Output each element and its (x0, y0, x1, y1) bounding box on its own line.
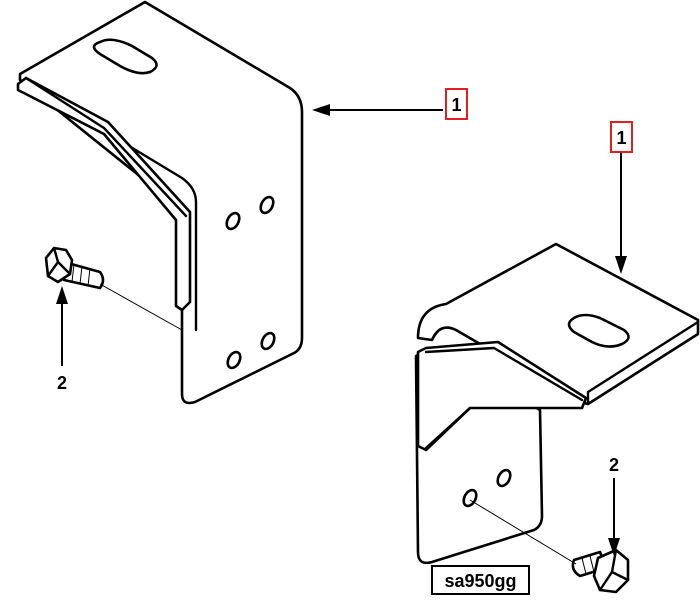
callout-bolt-left: 2 (57, 373, 67, 393)
bracket-left-hole-3 (226, 350, 242, 370)
leader-bolt-right (608, 478, 620, 556)
bolt-left-head (44, 246, 74, 284)
leader-bracket-left (312, 104, 443, 116)
svg-text:sa950gg: sa950gg (444, 571, 516, 591)
bracket-right-hole-2 (496, 468, 512, 488)
bracket-left-plate (18, 0, 304, 405)
bolt-right (469, 499, 630, 594)
drawing-reference: sa950gg (431, 565, 530, 595)
callout-bracket-right: 1 (610, 121, 633, 153)
bracket-right (414, 242, 700, 565)
bracket-left-slot (92, 38, 158, 75)
bracket-right-slot (567, 313, 630, 348)
leader-bracket-right (615, 152, 627, 274)
bolt-left (44, 246, 183, 331)
bracket-left (16, 0, 304, 405)
svg-text:2: 2 (609, 455, 619, 475)
bracket-left-fold (18, 78, 198, 332)
bracket-left-hole-1 (225, 211, 241, 231)
svg-text:2: 2 (57, 373, 67, 393)
callout-bracket-left: 1 (445, 88, 468, 120)
bolt-right-centerline (469, 499, 577, 565)
bracket-left-hole-4 (260, 331, 276, 351)
bracket-left-gusset-edge (24, 76, 188, 218)
bracket-right-gusset (416, 340, 588, 452)
bracket-left-gusset (16, 76, 192, 312)
leader-bolt-left (56, 286, 68, 366)
svg-text:1: 1 (451, 95, 461, 115)
bracket-right-flange (416, 242, 700, 406)
svg-text:1: 1 (616, 128, 626, 148)
bolt-left-centerline (99, 283, 183, 331)
bracket-left-hole-2 (259, 195, 275, 215)
callout-bolt-right: 2 (609, 455, 619, 475)
